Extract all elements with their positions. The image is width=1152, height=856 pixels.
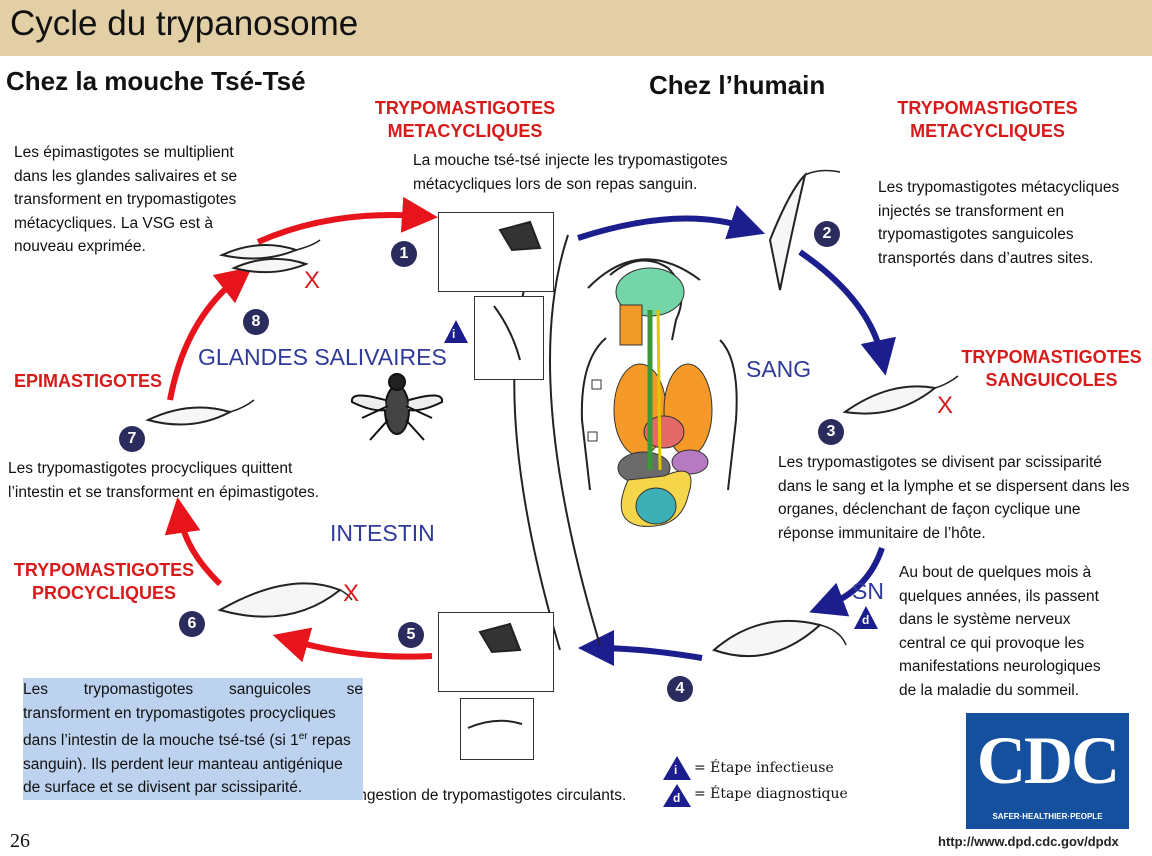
step-number-3: 3: [818, 419, 844, 445]
arrow-3-to-4: [809, 547, 885, 617]
arrow-7-to-8: [167, 266, 253, 401]
cdc-logo-text: CDC: [976, 722, 1120, 798]
cdc-logo: CDC SAFER·HEALTHIER·PEOPLE: [966, 713, 1129, 829]
legend-infective: = Étape infectieuse: [694, 760, 834, 776]
lymph-node: [591, 379, 602, 390]
step-number-8: 8: [243, 309, 269, 335]
title-bar: [0, 0, 1152, 56]
description-step7: Les trypomastigotes procycliques quitten…: [8, 460, 320, 501]
x-mark: X: [343, 580, 360, 607]
panel-metacyclic: [474, 296, 544, 380]
legend-diagnostic-letter: d: [673, 791, 681, 805]
tsetse-fly: [350, 373, 444, 441]
description-step3: Les trypomastigotes se divisent par scis…: [778, 454, 1130, 542]
arrow-6-to-7: [164, 497, 223, 587]
label-epimastigotes: EPIMASTIGOTES: [14, 371, 163, 391]
cdc-tagline: SAFER·HEALTHIER·PEOPLE: [992, 812, 1103, 821]
arrow-8-to-1: [256, 196, 438, 245]
step-number-6: 6: [179, 611, 205, 637]
intestine-small: [635, 487, 677, 525]
cdc-url-link[interactable]: http://www.dpd.cdc.gov/dpdx: [938, 834, 1119, 849]
page-number: 26: [10, 830, 30, 852]
lymph-node-2: [587, 431, 598, 442]
arrow-5-to-6: [272, 627, 433, 663]
legend-diagnostic: = Étape diagnostique: [694, 786, 848, 802]
stomach: [671, 449, 709, 475]
heart: [643, 415, 685, 449]
page-title: Cycle du trypanosome: [10, 4, 359, 43]
human-heading: Chez l’humain: [649, 70, 826, 100]
step-number-4: 4: [667, 676, 693, 702]
step-number-7: 7: [119, 426, 145, 452]
arrow-1-to-2: [577, 205, 766, 241]
label-salivary-glands: GLANDES SALIVAIRES: [198, 344, 447, 370]
step-number-5: 5: [398, 622, 424, 648]
diagnostic-letter: d: [862, 613, 870, 627]
panel-ingested: [460, 698, 534, 760]
x-mark: X: [304, 267, 321, 294]
head-organ: [619, 304, 643, 346]
panel-fly-feeding: [438, 612, 554, 692]
step-number-1: 1: [391, 241, 417, 267]
label-blood: SANG: [746, 356, 812, 382]
x-mark: X: [937, 392, 954, 419]
description-step1: La mouche tsé-tsé injecte les trypomasti…: [413, 152, 728, 193]
description-step6: Les trypomastigotes sanguicoles se trans…: [23, 678, 363, 800]
arrow-4-to-5: [578, 630, 703, 667]
label-intestine: INTESTIN: [330, 520, 435, 546]
panel-fly-injecting: [438, 212, 554, 292]
legend-infective-letter: i: [674, 763, 678, 777]
arrow-2-to-3: [798, 249, 896, 376]
infective-letter: i: [452, 327, 456, 341]
description-step5: Ingestion de trypomastigotes circulants.: [354, 787, 627, 804]
step-number-2: 2: [814, 221, 840, 247]
fly-heading: Chez la mouche Tsé-Tsé: [6, 66, 306, 96]
label-cns: SN: [852, 578, 884, 604]
